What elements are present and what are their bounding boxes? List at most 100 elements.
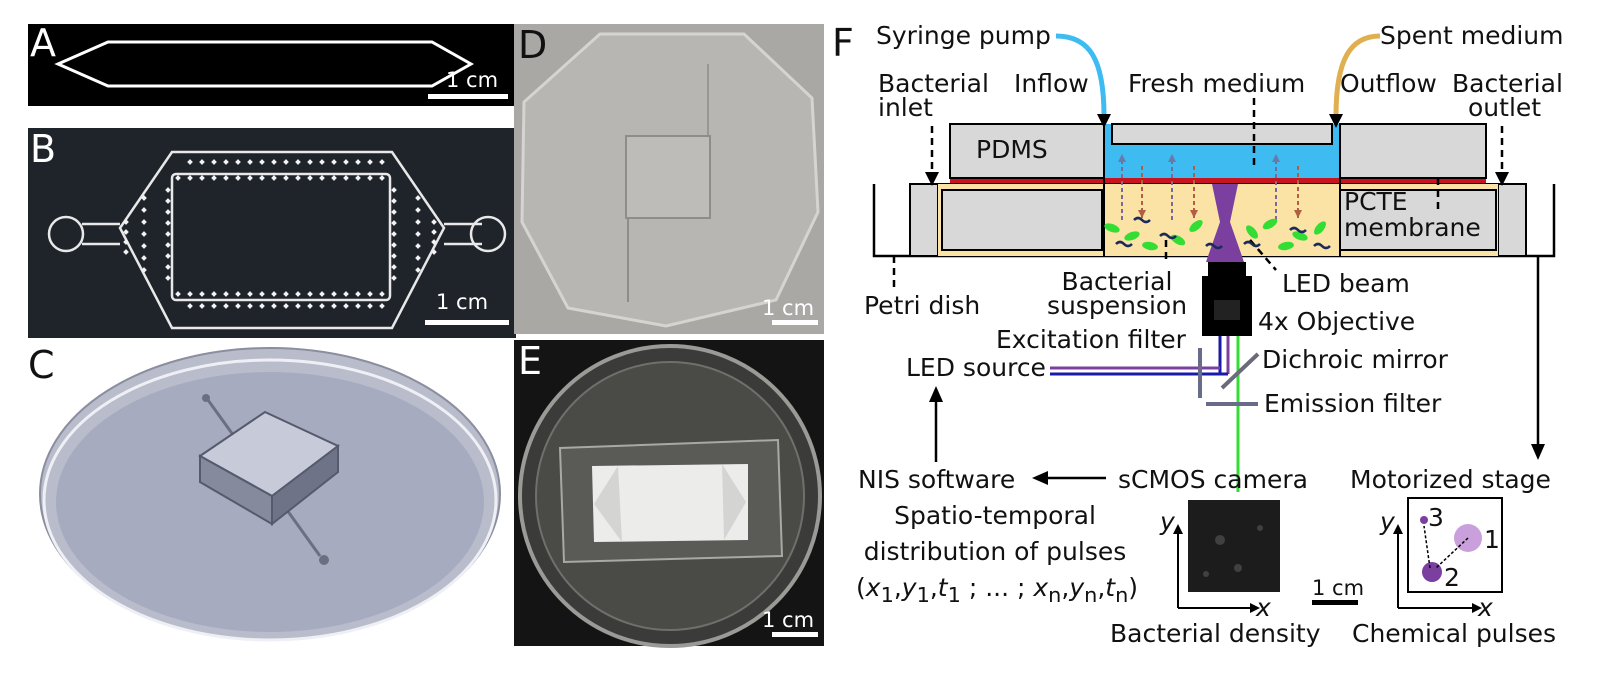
bacterium-dark xyxy=(1133,216,1151,224)
panel-e-photo xyxy=(514,340,824,648)
micropillar xyxy=(247,175,253,181)
micropillar xyxy=(187,303,193,309)
panel-label-e: E xyxy=(518,339,543,383)
micropillar xyxy=(199,291,205,297)
micropillar xyxy=(343,291,349,297)
micropillar xyxy=(123,229,129,235)
bacterium xyxy=(1124,231,1140,241)
label-bacterial-inlet-1: Bacterial xyxy=(878,69,989,98)
label-bacterial-density: Bacterial density xyxy=(1110,619,1321,648)
micropillar xyxy=(319,159,325,165)
panel-c-cad-render xyxy=(39,347,501,642)
micropillar xyxy=(307,303,313,309)
micropillar xyxy=(431,249,437,255)
scale-label-b: 1 cm xyxy=(436,290,489,314)
micropillar xyxy=(283,175,289,181)
label-bacterial-inlet-2: inlet xyxy=(878,93,933,122)
micropillar xyxy=(307,159,313,165)
micropillar xyxy=(235,303,241,309)
micropillar xyxy=(343,175,349,181)
micropillar xyxy=(283,291,289,297)
micropillar xyxy=(331,159,337,165)
label-scmos-camera: sCMOS camera xyxy=(1118,465,1308,494)
bacterium-dark xyxy=(1115,240,1133,248)
micropillar xyxy=(199,303,205,309)
micropillar xyxy=(223,175,229,181)
micropillar xyxy=(165,220,171,226)
bacterium xyxy=(1278,241,1294,251)
scale-label-e: 1 cm xyxy=(762,608,815,632)
micropillar xyxy=(331,291,337,297)
micropillar xyxy=(307,175,313,181)
micropillar xyxy=(355,159,361,165)
micropillar xyxy=(379,175,385,181)
micropillar xyxy=(295,175,301,181)
micropillar xyxy=(391,198,397,204)
micropillar xyxy=(141,255,147,261)
micropillar xyxy=(331,175,337,181)
micropillar xyxy=(271,291,277,297)
micropillar xyxy=(391,242,397,248)
micropillar xyxy=(141,207,147,213)
micropillar xyxy=(259,159,265,165)
micropillar xyxy=(235,159,241,165)
bacterium xyxy=(1142,241,1158,251)
label-objective: 4x Objective xyxy=(1258,307,1416,336)
bacterium xyxy=(1104,223,1120,233)
micropillar xyxy=(415,219,421,225)
micropillar xyxy=(391,220,397,226)
micropillar xyxy=(391,264,397,270)
label-spent-medium: Spent medium xyxy=(1380,21,1564,50)
label-density-y-axis: y xyxy=(1160,507,1175,536)
micropillar xyxy=(175,291,181,297)
micropillar xyxy=(235,291,241,297)
micropillar xyxy=(247,303,253,309)
micropillar xyxy=(343,303,349,309)
micropillar xyxy=(331,303,337,309)
micropillar xyxy=(415,255,421,261)
micropillar xyxy=(141,219,147,225)
label-inflow: Inflow xyxy=(1014,69,1089,98)
micropillar xyxy=(415,195,421,201)
micropillar xyxy=(259,303,265,309)
micropillar xyxy=(247,159,253,165)
panel-label-d: D xyxy=(518,23,548,67)
micropillar xyxy=(391,275,397,281)
micropillar xyxy=(367,303,373,309)
micropillar xyxy=(141,243,147,249)
label-pulse-2: 2 xyxy=(1444,563,1460,592)
micropillar xyxy=(187,159,193,165)
micropillar xyxy=(271,303,277,309)
micropillar xyxy=(271,159,277,165)
micropillar xyxy=(295,159,301,165)
label-nis-software: NIS software xyxy=(858,465,1016,494)
label-dichroic-mirror: Dichroic mirror xyxy=(1262,345,1448,374)
label-bacterial-outlet-2: outlet xyxy=(1468,93,1542,122)
label-pulse-coordinates: (x1,y1,t1 ; ... ; xn,yn,tn) xyxy=(856,573,1139,608)
bacterium xyxy=(1292,231,1308,241)
panel-a-outline xyxy=(28,24,516,106)
bacterium xyxy=(1314,221,1326,235)
micropillar xyxy=(343,159,349,165)
micropillar xyxy=(141,231,147,237)
label-bacterial-suspension-2: suspension xyxy=(1046,291,1188,320)
micropillar xyxy=(165,231,171,237)
micropillar xyxy=(123,239,129,245)
micropillar xyxy=(295,303,301,309)
bacterium-dark xyxy=(1205,242,1223,250)
label-pcte-2: membrane xyxy=(1344,213,1481,242)
micropillar xyxy=(235,175,241,181)
micropillar xyxy=(319,303,325,309)
panel-b-device-outline xyxy=(28,128,516,338)
label-scale-bar: 1 cm xyxy=(1312,576,1365,600)
micropillar xyxy=(211,303,217,309)
micropillar xyxy=(415,231,421,237)
bacterium-dark xyxy=(1159,232,1177,240)
label-motorized-stage: Motorized stage xyxy=(1350,465,1551,494)
micropillar xyxy=(367,175,373,181)
micropillar xyxy=(391,231,397,237)
micropillar xyxy=(295,291,301,297)
micropillar xyxy=(379,291,385,297)
panel-label-a: A xyxy=(30,21,56,65)
